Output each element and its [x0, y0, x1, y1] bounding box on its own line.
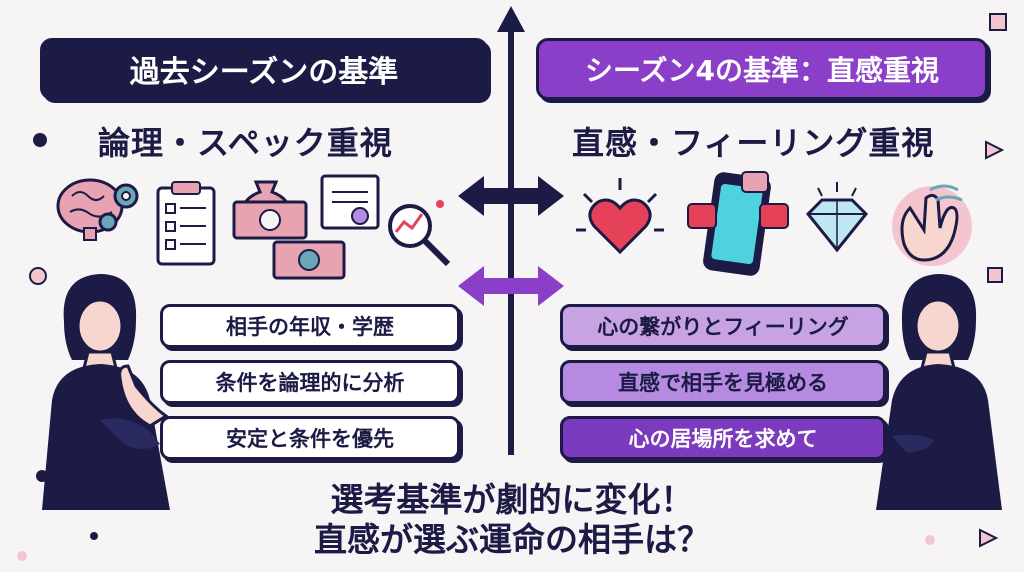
certificate-icon — [320, 174, 380, 230]
decor-triangle — [985, 140, 1005, 160]
smartphone-hearts-icon — [687, 171, 789, 276]
navy-double-arrow — [458, 176, 564, 216]
left-criteria-item: 条件を論理的に分析 — [160, 360, 460, 404]
vertical-axis-arrow — [497, 6, 525, 455]
left-criteria-item: 安定と条件を優先 — [160, 416, 460, 460]
right-criteria-item: 心の居場所を求めて — [560, 416, 886, 460]
brain-gear-icon — [56, 178, 139, 241]
right-criteria-item: 直感で相手を見極める — [560, 360, 886, 404]
left-criteria-item: 相手の年収・学歴 — [160, 304, 460, 348]
season4-header: シーズン4の基準：直感重視 — [536, 38, 988, 100]
logic-spec-subtitle: 論理・スペック重視 — [98, 124, 393, 162]
decor-dot — [925, 535, 935, 545]
bottom-headline: 選考基準が劇的に変化！ — [330, 480, 694, 519]
past-season-header: 過去シーズンの基準 — [40, 38, 488, 100]
decor-dot — [33, 133, 47, 147]
intuition-feeling-subtitle: 直感・フィーリング重視 — [572, 124, 935, 162]
heart-icon — [576, 178, 664, 255]
right-woman-illustration — [876, 274, 1002, 510]
checklist-icon — [156, 181, 216, 266]
diamond-icon — [805, 182, 869, 253]
decor-dot — [90, 532, 98, 540]
decor-triangle — [979, 528, 999, 548]
decor-square — [987, 267, 1003, 283]
right-criteria-item: 心の繋がりとフィーリング — [560, 304, 886, 348]
decor-dot — [17, 551, 27, 561]
banknotes-icon — [232, 200, 346, 280]
analysis-magnifier-icon — [388, 200, 451, 267]
left-woman-illustration — [42, 274, 170, 510]
hand-waves-icon — [892, 184, 972, 266]
decor-dot — [29, 267, 47, 285]
bottom-question: 直感が選ぶ運命の相手は？ — [314, 520, 710, 559]
purple-double-arrow — [458, 266, 564, 306]
decor-square — [989, 13, 1007, 31]
